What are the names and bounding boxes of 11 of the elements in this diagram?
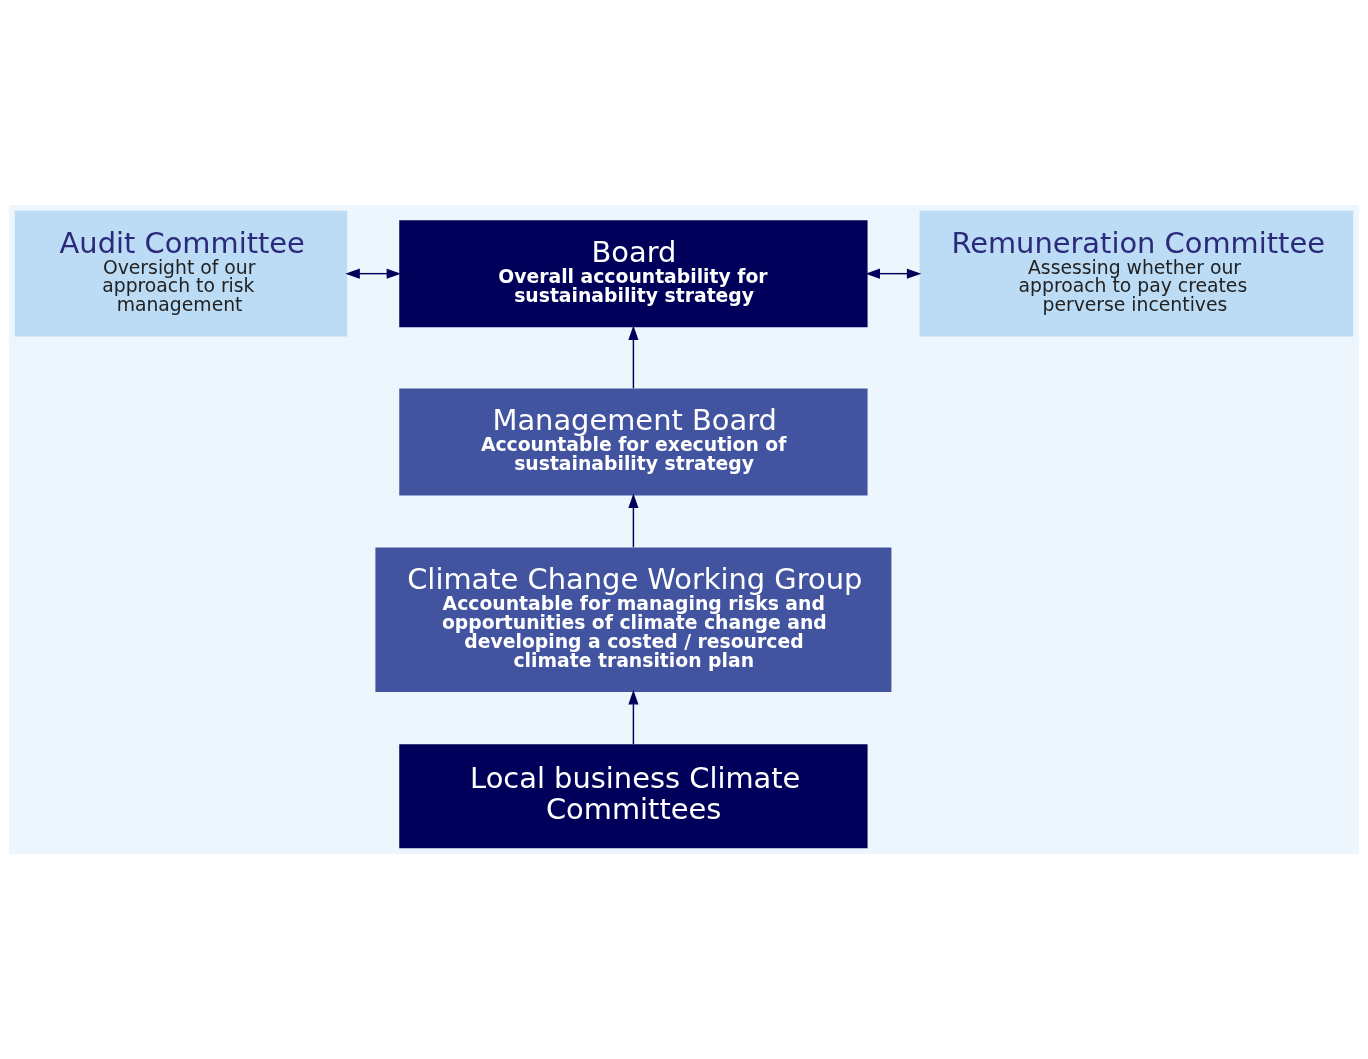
node-box: Local business Climate Committees — [399, 744, 868, 849]
node-box: Board Overall accountability for sustainability strategy — [399, 220, 868, 328]
arrow — [628, 690, 639, 745]
arrow — [865, 268, 922, 279]
node-box: Remuneration Committee Assessing whether our approach to pay creates perverse incentives — [919, 210, 1354, 337]
node-box: Climate Change Working Group Accountable for managing risks and opportunities of climate change and developing a costed / resourced climate transition plan — [375, 547, 892, 693]
arrow — [628, 325, 639, 389]
node-box: Management Board Accountable for execution of sustainability strategy — [399, 388, 868, 496]
node-box: Audit Committee Oversight of our approach to risk management — [14, 210, 348, 337]
arrow — [345, 268, 402, 279]
arrow — [628, 493, 639, 548]
